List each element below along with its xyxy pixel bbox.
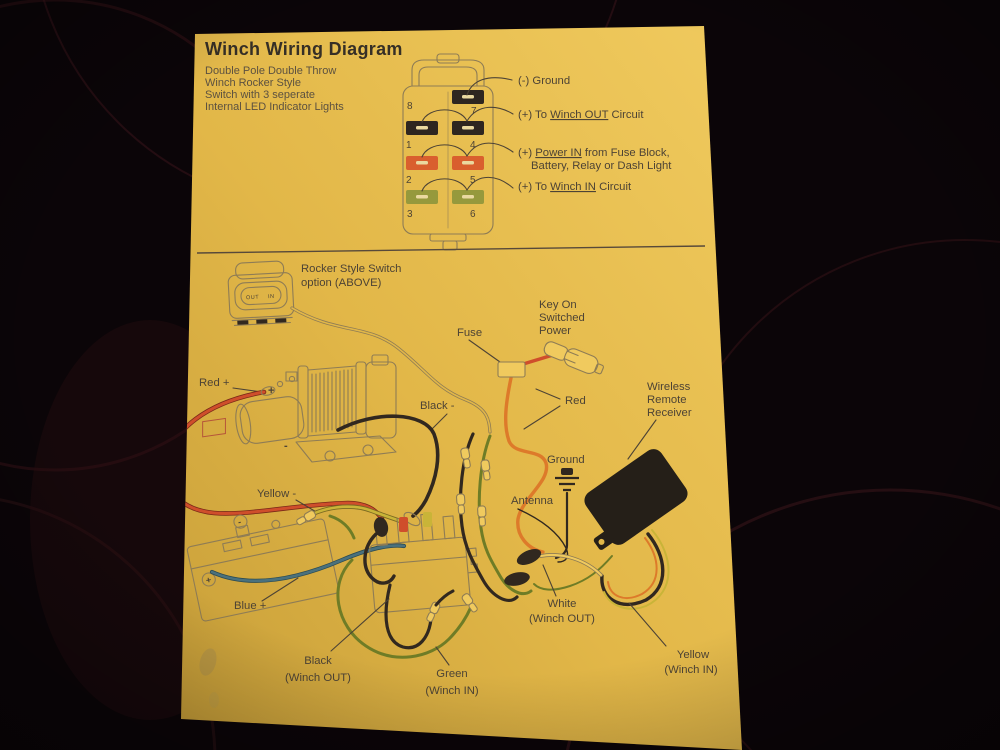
wiring-diagram-photo: Winch Wiring Diagram Double Pole Double … <box>0 0 1000 750</box>
vignette-overlay <box>0 0 1000 750</box>
photo-stage: Winch Wiring Diagram Double Pole Double … <box>0 0 1000 750</box>
